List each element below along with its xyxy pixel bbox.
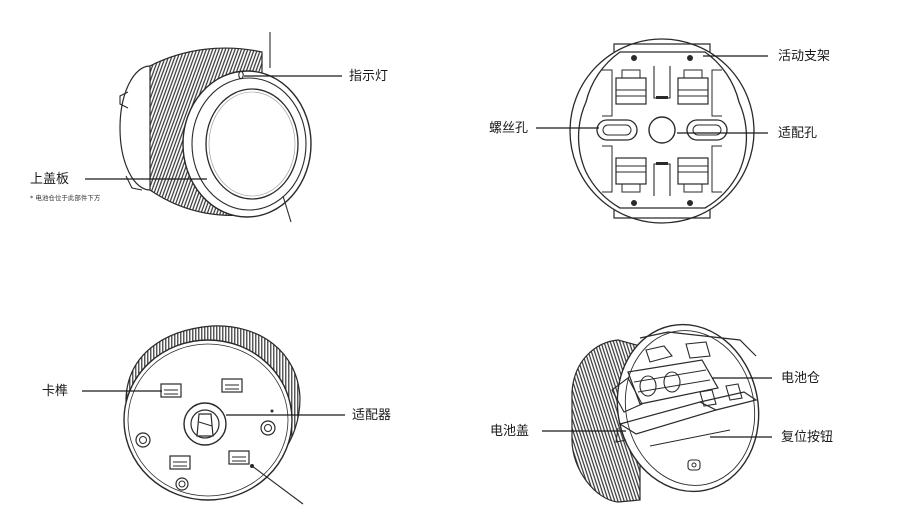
label-adapter: 适配器 (352, 408, 392, 423)
reset-button-icon[interactable] (687, 459, 701, 471)
label-reset-button: 复位按钮 (781, 430, 834, 445)
label-adapter-hole: 适配孔 (778, 126, 818, 141)
adapter-hole (648, 116, 676, 144)
tenon-top-right-icon (221, 378, 243, 393)
adapter-ring (183, 402, 227, 446)
bracket-clip-bottom-right (677, 157, 709, 193)
label-movable-bracket: 活动支架 (778, 49, 831, 64)
bracket-clip-bottom-left (615, 157, 647, 193)
tenon-bottom-right-icon (228, 450, 250, 465)
label-tenon: 卡榫 (42, 384, 69, 399)
bracket-disc (569, 38, 755, 224)
boss-bottom-icon (175, 477, 189, 491)
bracket-screw-tr-icon (687, 55, 693, 61)
device-front-ring (182, 70, 312, 218)
device-side-latch (119, 91, 129, 109)
bracket-screw-br-icon (687, 200, 693, 206)
label-screw-hole: 螺丝孔 (489, 121, 529, 136)
battery-open-face (616, 323, 760, 493)
device-bottom-view (82, 325, 345, 505)
boss-right-icon (260, 420, 276, 436)
battery-compartment-view (542, 323, 772, 503)
label-battery-cover: 电池盖 (490, 424, 530, 439)
battery-cover-icon (615, 383, 758, 443)
boss-left-icon (135, 432, 151, 448)
bracket-outline (577, 51, 748, 209)
top-cover-plate (205, 88, 299, 200)
bracket-screw-tl-icon (631, 55, 637, 61)
battery-bay-icon (611, 359, 719, 413)
screw-hole-left (596, 119, 638, 141)
screw-hole-right (686, 119, 728, 141)
adapter-icon (196, 413, 214, 437)
indicator-light-icon (238, 70, 244, 80)
tenon-bottom-left-icon (169, 455, 191, 470)
bracket-clip-top-left (615, 69, 647, 105)
battery-location-note: * 电池仓位于此部件下方 (30, 194, 101, 202)
bracket-screw-bl-icon (631, 200, 637, 206)
label-top-cover: 上盖板 (30, 172, 70, 187)
label-battery-bay: 电池仓 (781, 371, 821, 386)
label-indicator-light: 指示灯 (349, 69, 389, 84)
movable-bracket-view (536, 38, 768, 224)
bracket-clip-top-right (677, 69, 709, 105)
device-front-view (85, 32, 342, 223)
